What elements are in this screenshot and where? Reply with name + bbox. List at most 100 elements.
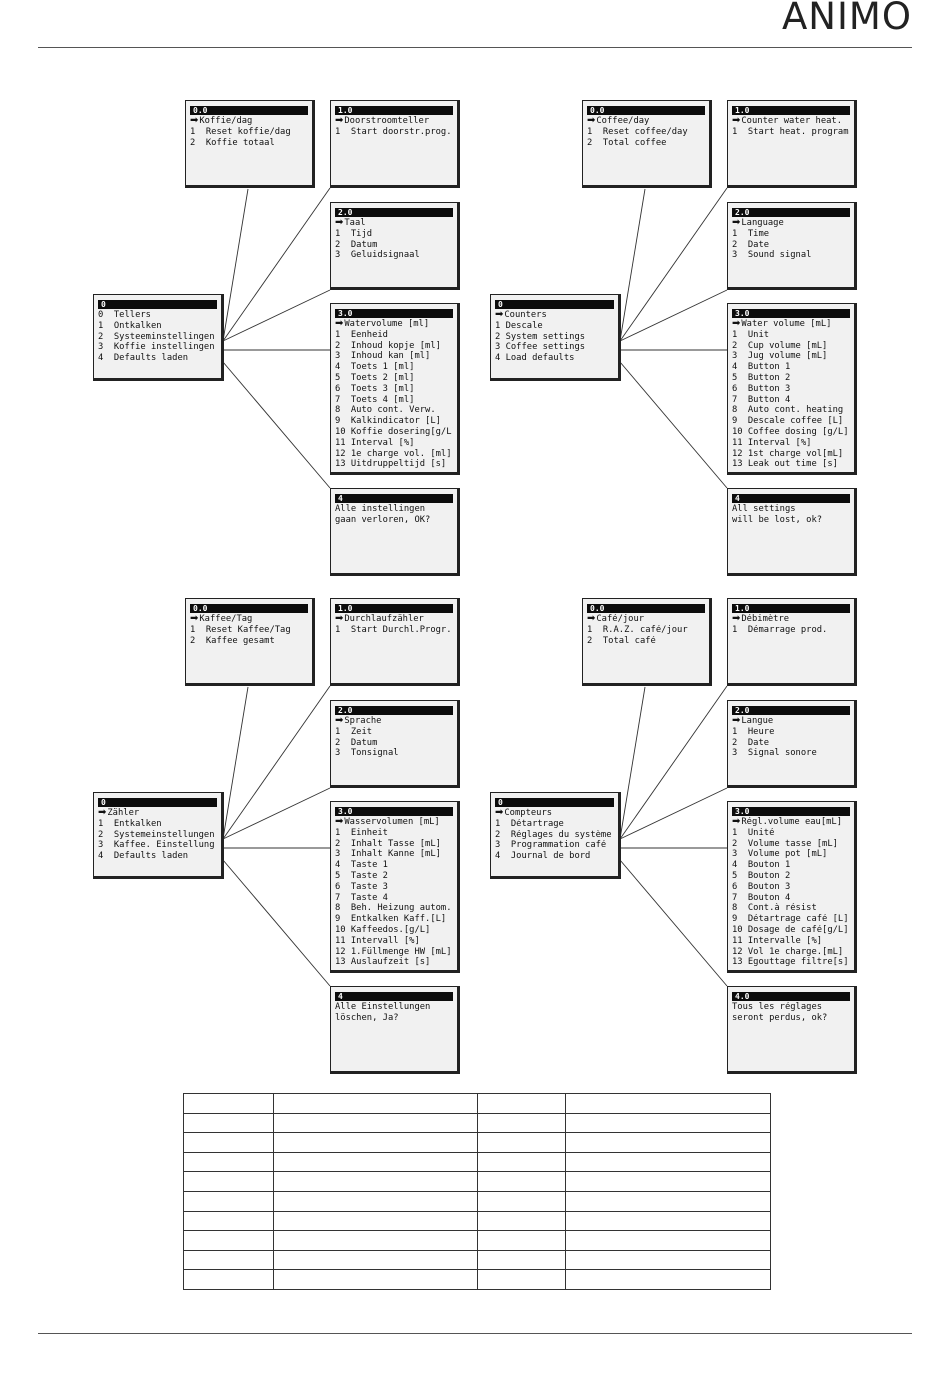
menu-item: 2 Kaffee gesamt [190,635,275,646]
menu-item: 0 Tellers [98,310,151,320]
selected-menu-item: Koffie/dag [190,116,308,127]
table-cell [565,1269,771,1290]
menu-item: 13 Auslaufzeit [s] [335,957,431,968]
table-row [183,1132,771,1153]
menu-item: 7 Taste 4 [335,892,388,903]
footer-rule [38,1333,912,1334]
screen-header: 3.0 [335,309,453,318]
table-cell [565,1249,771,1271]
menu-item: 2 Systeeminstellingen [98,331,215,342]
menu-item: 1 Heure [732,726,775,737]
menu-item: 10 Kaffeedos.[g/L] [335,924,431,935]
table-cell [477,1151,566,1173]
menu-item: 1 Détartrage [495,818,564,829]
menu-item: 4 Defaults laden [98,353,189,364]
menu-item: 2 Date [732,239,770,250]
lcd-screen-descale: 1.0Débimètre1 Démarrage prod. [727,598,857,686]
table-row [183,1151,771,1173]
screen-header: 3.0 [335,807,453,816]
table-cell [565,1151,771,1173]
menu-item: 1 Entkalken [98,818,162,829]
menu-item: 10 Dosage de café[g/L] [732,924,849,935]
menu-item: 2 Total café [587,635,656,646]
connector-line [222,187,331,342]
screen-header: 1.0 [732,604,850,613]
table-cell [183,1190,274,1212]
selected-menu-item: Kaffee/Tag [190,614,308,625]
selected-menu-item: Counter water heat. [732,116,850,127]
menu-item: 2 Cup volume [mL] [732,340,828,351]
table-row [183,1112,771,1134]
menu-item: 13 Leak out time [s] [732,459,838,470]
menu-item: 1 Tijd [335,228,373,239]
connector-line [222,361,331,489]
table-cell [273,1230,478,1251]
table-cell [273,1190,478,1212]
selected-menu-item: Taal [335,218,453,229]
table-row [183,1210,771,1232]
table-cell [273,1269,478,1290]
screen-header: 1.0 [335,604,453,613]
connector-line [222,859,331,987]
menu-item: 1 Zeit [335,726,373,737]
screen-header: 4.0 [732,992,850,1001]
menu-item: 11 Intervalle [%] [732,935,823,946]
menu-item: 13 Egouttage filtre[s] [732,957,849,968]
menu-item: 6 Bouton 3 [732,881,791,892]
table-cell [273,1151,478,1173]
table-cell [477,1249,566,1271]
menu-item: 8 Beh. Heizung autom. [335,903,452,914]
menu-item: 3 Sound signal [732,250,812,261]
screen-header: 2.0 [335,208,453,217]
lcd-screen-descale: 1.0Durchlaufzähler1 Start Durchl.Progr. [330,598,460,686]
table-row [183,1230,771,1251]
menu-item: seront perdus, ok? [732,1012,828,1023]
menu-item: 3 Programmation café [495,840,607,851]
menu-item: 4 Journal de bord [495,851,591,862]
menu-item: 9 Descale coffee [L] [732,416,844,427]
screen-header: 0.0 [587,604,705,613]
menu-item: 1 Reset koffie/dag [190,126,291,137]
menu-item: 6 Toets 3 [ml] [335,383,415,394]
menu-item: 7 Toets 4 [ml] [335,394,415,405]
menu-item: 2 Inhalt Tasse [mL] [335,838,441,849]
selected-menu-item: Débimètre [732,614,850,625]
selected-menu-item: Coffee/day [587,116,705,127]
menu-item: löschen, Ja? [335,1012,399,1023]
menu-item: 12 Vol 1e charge.[mL] [732,946,844,957]
menu-item: 4 Bouton 1 [732,860,791,871]
screen-header: 0 [495,300,614,309]
menu-item: 9 Kalkindicator [L] [335,416,441,427]
menu-item: 3 Geluidsignaal [335,250,420,261]
table-cell [183,1210,274,1232]
menu-item: 2 Date [732,737,770,748]
table-cell [183,1151,274,1173]
menu-item: gaan verloren, OK? [335,514,431,525]
selected-menu-item: Langue [732,716,850,727]
menu-item: 1 Descale [495,320,543,331]
header-rule [38,47,912,48]
screen-header: 3.0 [732,309,850,318]
table-cell [477,1112,566,1134]
table-row [183,1269,771,1290]
menu-item: 1 R.A.Z. café/jour [587,624,688,635]
connector-line [222,787,331,840]
menu-item: 3 Inhoud kan [ml] [335,351,431,362]
table-row [183,1190,771,1212]
table-cell [477,1269,566,1290]
screen-header: 1.0 [732,106,850,115]
menu-item: 4 Defaults laden [98,851,189,862]
screen-header: 2.0 [732,706,850,715]
table-cell [565,1093,771,1114]
menu-item: 11 Interval [%] [732,437,812,448]
menu-item: 3 Koffie instellingen [98,342,215,353]
connector-line [619,787,728,840]
